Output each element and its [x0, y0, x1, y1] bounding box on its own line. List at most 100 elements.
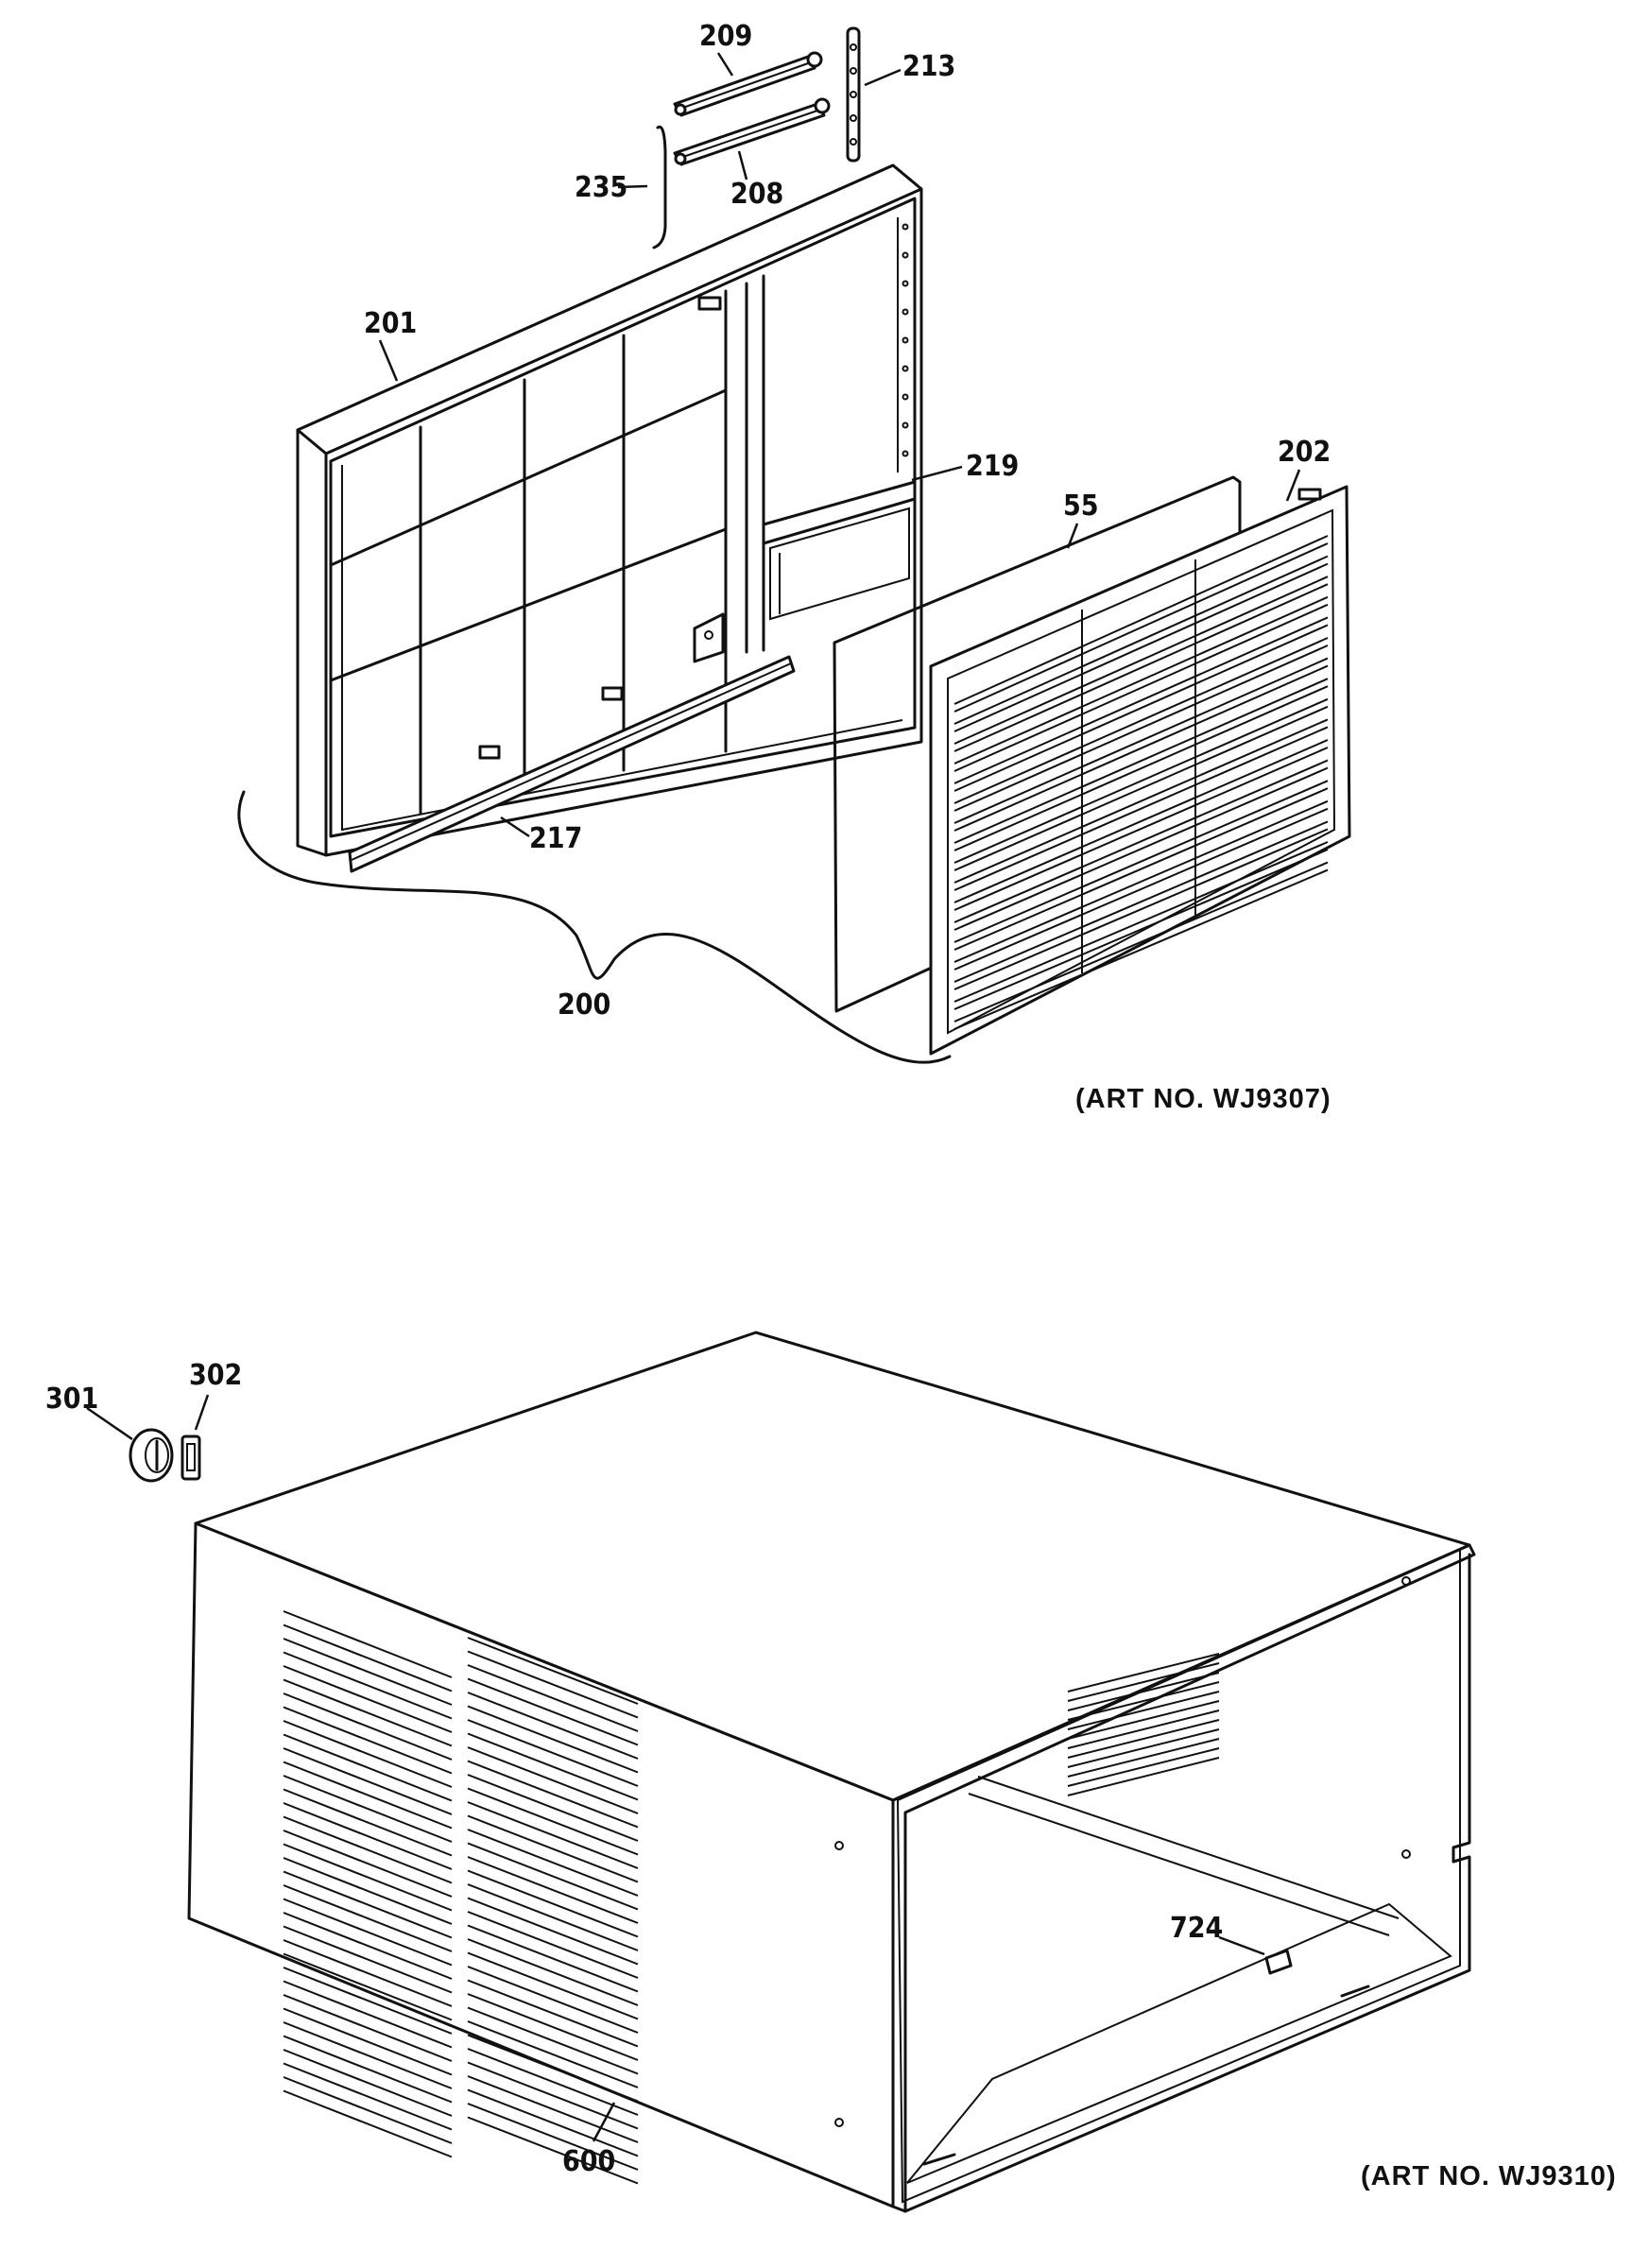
grille-slat [953, 828, 1329, 990]
side-louver [467, 1842, 639, 1911]
inner-louver [1067, 1672, 1220, 1711]
side-louver [467, 1814, 639, 1883]
side-louver [283, 2076, 453, 2144]
grille-slat [953, 697, 1329, 864]
callout-724: 724 [1170, 1912, 1223, 1945]
side-louver [283, 1610, 453, 1678]
side-louver [283, 1733, 453, 1802]
side-louver [283, 2007, 453, 2076]
side-louver [467, 2088, 639, 2157]
side-louver [467, 1637, 639, 1705]
side-louver [467, 1760, 639, 1829]
grille-slat [953, 685, 1329, 851]
art-number-top: (ART NO. WJ9307) [1075, 1084, 1331, 1114]
grille-slat [953, 868, 1329, 1030]
side-louver [467, 1883, 639, 1951]
callout-213: 213 [902, 50, 955, 83]
side-louver [467, 1951, 639, 2020]
grille-slat [953, 644, 1329, 812]
inner-louver [1067, 1653, 1220, 1692]
side-louver [467, 1924, 639, 1993]
part-208-bracket [673, 97, 831, 166]
side-louver [467, 1829, 639, 1897]
grille-slat [953, 624, 1329, 792]
side-louver [467, 2116, 639, 2185]
grille-slat [953, 705, 1329, 871]
side-louver [467, 1719, 639, 1787]
callout-201: 201 [364, 307, 417, 340]
side-louver [467, 1692, 639, 1760]
inner-louver [1067, 1691, 1220, 1730]
grille-slat [953, 820, 1329, 983]
grille-slat [953, 747, 1329, 911]
part-600-cabinet [187, 1331, 1476, 2213]
grille-slat [953, 678, 1329, 844]
side-louver [283, 2049, 453, 2117]
inner-louver [1067, 1681, 1220, 1721]
part-217-bar [348, 655, 796, 873]
side-louver [283, 1665, 453, 1733]
top-assembly: 209 213 208 235 201 219 202 55 217 200 (… [237, 20, 1351, 1114]
grille-slat [953, 555, 1329, 725]
grille-slat [953, 583, 1329, 752]
grille-slat [953, 535, 1329, 705]
grille-slat [953, 562, 1329, 732]
side-louver [467, 2020, 639, 2088]
inner-louver [1067, 1728, 1220, 1768]
art-number-bottom: (ART NO. WJ9310) [1361, 2161, 1617, 2191]
part-235-wire [652, 125, 667, 249]
inner-louver [1067, 1757, 1220, 1796]
side-louver [283, 1980, 453, 2049]
grille-slat [953, 718, 1329, 884]
grille-slat [953, 849, 1329, 1010]
grille-slat [953, 787, 1329, 951]
side-louver [283, 1761, 453, 1830]
callout-302: 302 [189, 1359, 242, 1392]
side-louver [283, 2089, 453, 2158]
side-louver [467, 2061, 639, 2130]
grille-slat [953, 861, 1329, 1022]
side-louver [283, 1857, 453, 1925]
side-louver [467, 1869, 639, 1938]
callout-219: 219 [966, 450, 1019, 483]
side-louver [467, 1911, 639, 1979]
part-202-grille [929, 485, 1351, 1056]
side-louver [467, 1732, 639, 1801]
side-louver [283, 1925, 453, 1994]
grille-slat [953, 542, 1329, 713]
side-louver [467, 1966, 639, 2034]
grille-slat [953, 799, 1329, 963]
side-louver [283, 1952, 453, 2021]
grille-slat [953, 657, 1329, 824]
side-louver [283, 1830, 453, 1898]
grille-slat [953, 780, 1329, 943]
side-louver [283, 1843, 453, 1912]
side-louver [283, 2035, 453, 2104]
side-louver [283, 1720, 453, 1788]
callout-600: 600 [562, 2145, 615, 2178]
inner-louver [1067, 1700, 1220, 1740]
side-louver [283, 2062, 453, 2131]
callout-208: 208 [730, 178, 783, 211]
side-louver [467, 2048, 639, 2116]
side-louver [467, 1774, 639, 1842]
side-louver [283, 1898, 453, 1967]
part-301-knob [129, 1428, 174, 1483]
side-louver [467, 2034, 639, 2103]
grille-slat [953, 807, 1329, 971]
callout-202: 202 [1278, 436, 1331, 469]
side-louver [283, 1884, 453, 1952]
grille-slat [953, 664, 1329, 832]
side-louver [467, 1938, 639, 2006]
callout-217: 217 [529, 822, 582, 855]
grille-slat [953, 766, 1329, 931]
side-louver [467, 1787, 639, 1856]
side-louver [467, 1705, 639, 1774]
side-louver [467, 1677, 639, 1746]
inner-louver [1067, 1710, 1220, 1749]
side-louver [283, 1638, 453, 1706]
side-louver [283, 1967, 453, 2035]
grille-slat [953, 603, 1329, 772]
side-louver [283, 1678, 453, 1747]
